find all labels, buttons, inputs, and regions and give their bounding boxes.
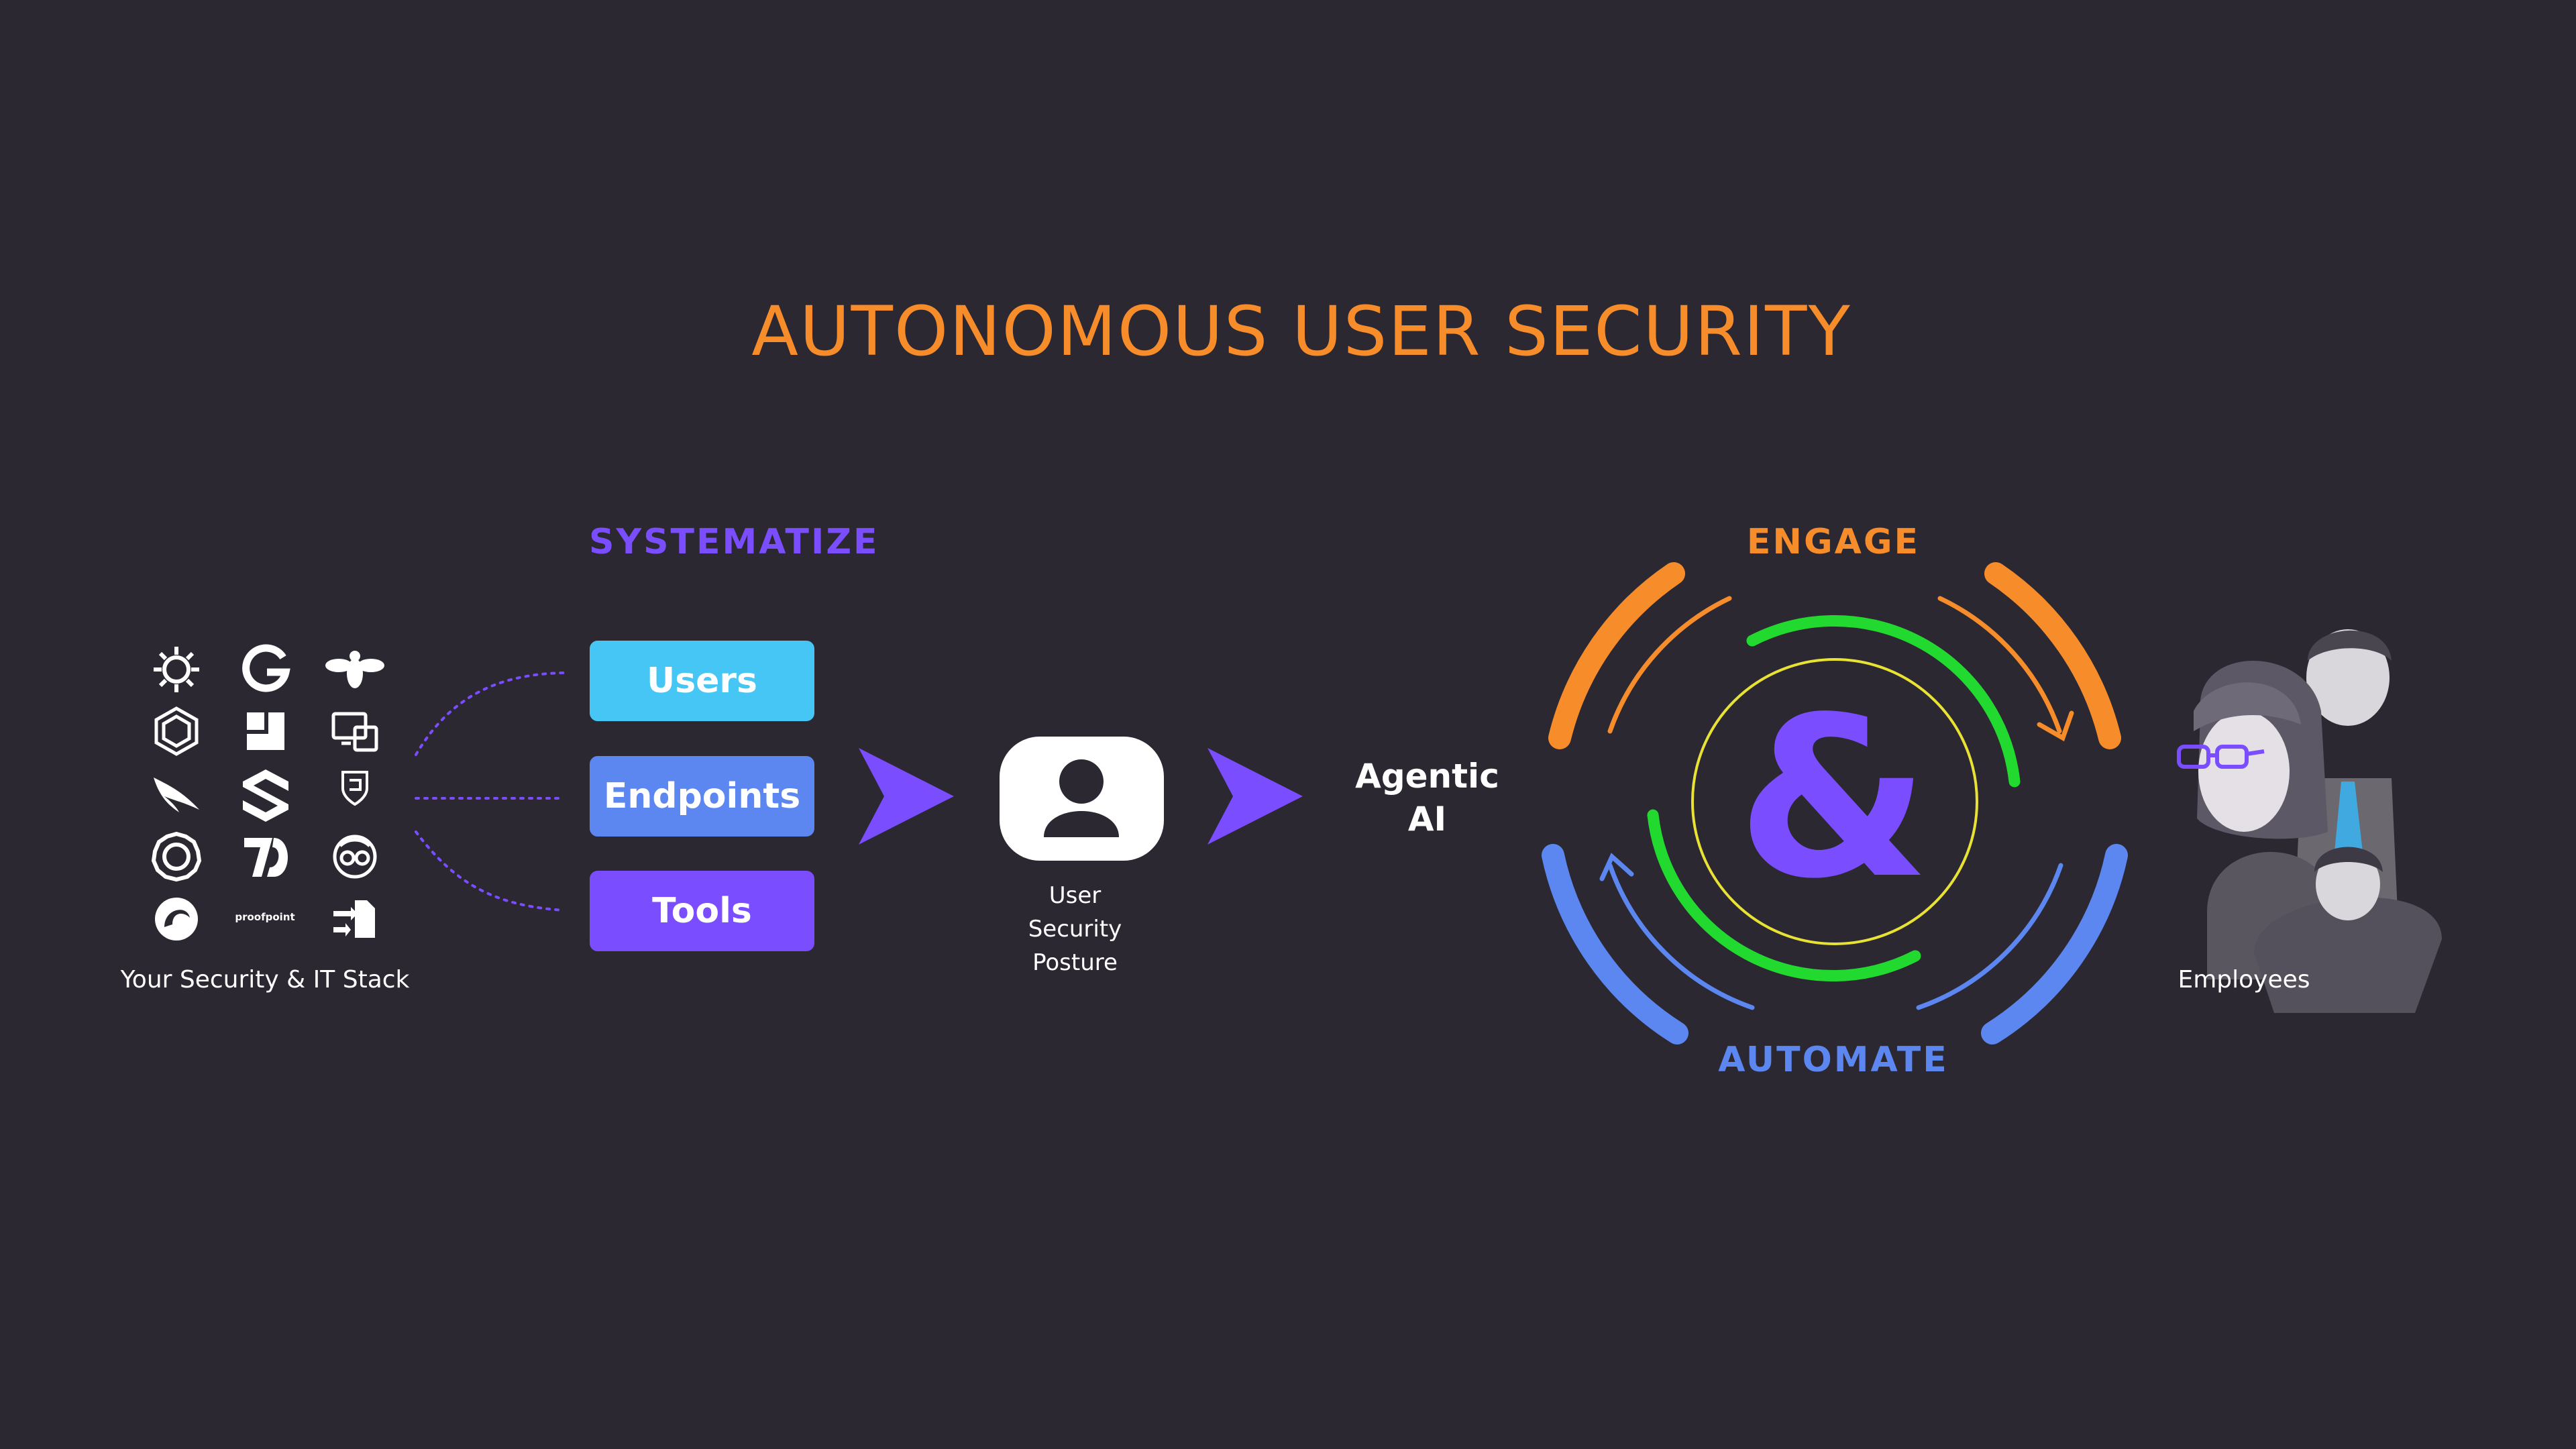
core-circle	[1691, 658, 1978, 945]
user-icon	[1000, 737, 1164, 861]
agentic-line-1: Agentic	[1355, 757, 1499, 796]
automate-label: AUTOMATE	[1718, 1040, 1949, 1080]
inner-green-arc-top	[1746, 615, 2021, 788]
stack-caption: Your Security & IT Stack	[120, 966, 410, 994]
engage-automate-cycle	[1542, 562, 2128, 1044]
glasses-face-logo-icon	[333, 835, 377, 879]
users-pill: Users	[590, 641, 814, 721]
bracket-blocks-logo-icon	[247, 712, 284, 750]
endpoints-pill: Endpoints	[590, 756, 814, 837]
systematize-label: SYSTEMATIZE	[589, 522, 879, 562]
seven-d-logo-icon	[244, 838, 288, 877]
agentic-ai-label: Agentic AI	[1342, 755, 1513, 841]
employees-caption: Employees	[2178, 966, 2310, 994]
engage-arrowhead	[2037, 710, 2074, 742]
automate-outer-arc-right	[1981, 844, 2128, 1044]
ampersand-symbol: &	[1737, 669, 1930, 927]
employees-illustration	[2177, 629, 2442, 1013]
hexagon-logo-icon	[154, 706, 199, 756]
devices-logo-icon	[331, 712, 378, 752]
connector-tools	[415, 830, 565, 912]
google-g-logo-icon	[242, 644, 290, 692]
proofpoint-logo-icon: proofpoint	[235, 911, 295, 923]
bee-logo-icon	[325, 651, 384, 688]
page-title: AUTONOMOUS USER SECURITY	[751, 292, 1851, 372]
flow-arrow-2	[1208, 748, 1303, 845]
tools-pill: Tools	[590, 871, 814, 951]
automate-outer-arc-left	[1542, 844, 1688, 1044]
engage-outer-arc-right	[1984, 562, 2121, 749]
sunburst-logo-icon	[154, 647, 199, 692]
engage-outer-arc-left	[1548, 562, 1685, 749]
engage-label: ENGAGE	[1746, 522, 1921, 562]
engage-thin-arc-left	[1607, 596, 1732, 734]
automate-thin-arc-right	[1916, 863, 2063, 1010]
connector-users	[415, 672, 565, 756]
dotted-connectors	[415, 672, 565, 912]
circle-swoosh-logo-icon	[155, 898, 198, 941]
vmware-carbon-black-shield-icon	[341, 771, 368, 806]
falcon-logo-icon	[154, 777, 199, 812]
flow-arrow-1	[859, 748, 954, 845]
automate-arrowhead	[1599, 853, 1634, 881]
automate-thin-arc-left	[1607, 863, 1755, 1010]
engage-thin-arc-right	[1937, 596, 2062, 734]
agentic-line-2: AI	[1407, 800, 1447, 839]
stacked-s-logo-icon	[243, 769, 288, 822]
file-transfer-logo-icon	[333, 900, 375, 938]
posture-caption: User Security Posture	[1028, 882, 1122, 976]
inner-green-arc-bottom	[1647, 809, 1921, 981]
star-polygon-logo-icon	[151, 831, 202, 882]
